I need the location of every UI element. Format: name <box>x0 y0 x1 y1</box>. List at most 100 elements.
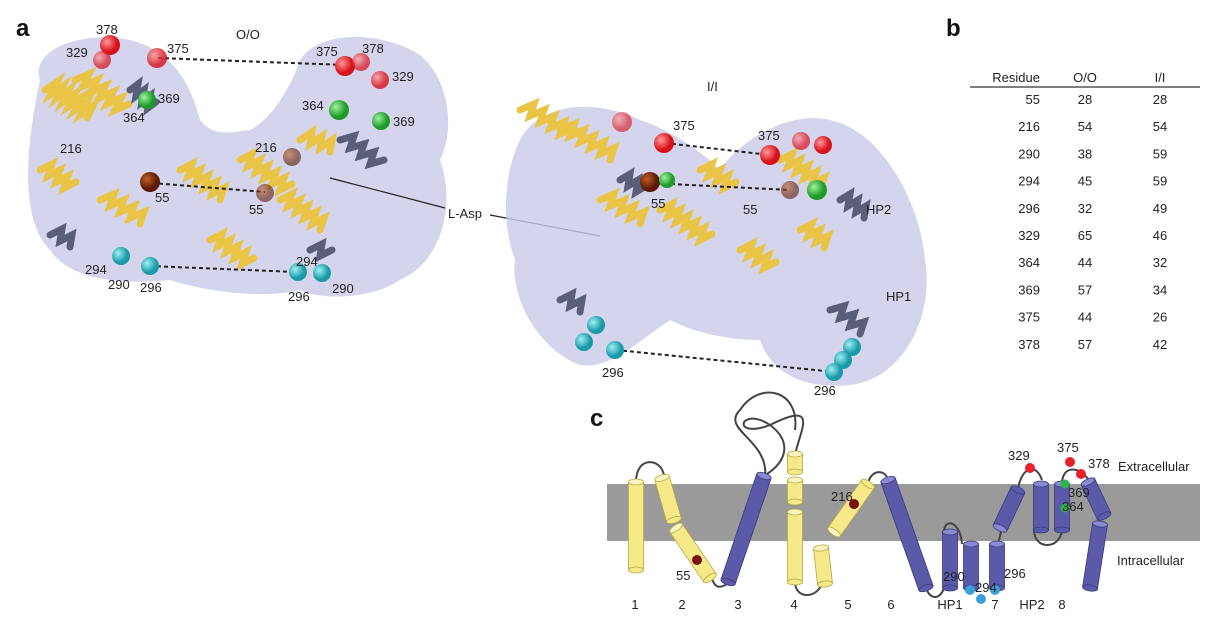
table-cell: 57 <box>1078 282 1092 297</box>
table-row: 296 32 49 <box>1018 201 1167 216</box>
table-row: 364 44 32 <box>1018 255 1167 270</box>
table-cell: 65 <box>1078 228 1092 243</box>
segment-label-hp1: HP1 <box>886 289 911 304</box>
residue-label: 364 <box>302 98 324 113</box>
residue-label: 55 <box>676 568 690 583</box>
helix-cylinder <box>669 522 717 584</box>
residue-label: 329 <box>66 45 88 60</box>
state-label-ii: I/I <box>707 79 718 94</box>
table-cell: 54 <box>1078 119 1092 134</box>
residue-label: 216 <box>60 141 82 156</box>
table-row: 294 45 59 <box>1018 174 1167 189</box>
segment-label: 4 <box>790 597 797 612</box>
helix-cylinder <box>942 528 958 592</box>
helix-cylinder <box>787 508 803 586</box>
table-header: Residue O/O I/I <box>992 70 1165 85</box>
residue-label: 369 <box>393 114 415 129</box>
residue-spheres <box>575 112 861 381</box>
helix-cylinder <box>880 475 934 593</box>
residue-label: 329 <box>392 69 414 84</box>
residue-label: 55 <box>249 202 263 217</box>
residue-label: 294 <box>975 580 997 595</box>
structure-ii: 375 55 296 375 55 HP2 HP1 296 I/I <box>505 79 927 398</box>
intracellular-label: Intracellular <box>1117 553 1185 568</box>
residue-label: 375 <box>1057 440 1079 455</box>
segment-label: HP1 <box>937 597 962 612</box>
extracellular-label: Extracellular <box>1118 459 1190 474</box>
residue-label: 375 <box>316 44 338 59</box>
residue-label: 296 <box>140 280 162 295</box>
table-cell: 32 <box>1153 255 1167 270</box>
table-cell: 28 <box>1078 92 1092 107</box>
table-row: 329 65 46 <box>1018 228 1167 243</box>
table-cell: 44 <box>1078 255 1092 270</box>
helix-cylinder <box>1082 520 1108 592</box>
residue-label: 55 <box>155 190 169 205</box>
dark-helices <box>556 167 871 338</box>
table-cell: 49 <box>1153 201 1167 216</box>
table-cell: 34 <box>1153 282 1167 297</box>
table-cell: 44 <box>1078 310 1092 325</box>
segment-label: 2 <box>678 597 685 612</box>
helix-cylinder <box>654 474 682 524</box>
table-cell: 28 <box>1153 92 1167 107</box>
table-cell: 59 <box>1153 146 1167 161</box>
panel-label-b: b <box>946 15 961 42</box>
panel-label-c: c <box>590 405 603 432</box>
table-cell: 294 <box>1018 174 1040 189</box>
helix-cylinder <box>720 471 772 587</box>
table-row: 378 57 42 <box>1018 337 1167 352</box>
header-ii: I/I <box>1155 70 1166 85</box>
residue-label: 290 <box>108 277 130 292</box>
structure-oo: 378 329 375 369 364 216 55 294 290 296 3… <box>28 22 449 304</box>
header-residue: Residue <box>992 70 1040 85</box>
residue-label: 216 <box>255 140 277 155</box>
segment-label-hp2: HP2 <box>866 202 891 217</box>
table-cell: 26 <box>1153 310 1167 325</box>
table-cell: 296 <box>1018 201 1040 216</box>
header-oo: O/O <box>1073 70 1097 85</box>
residue-label: 55 <box>743 202 757 217</box>
table-cell: 46 <box>1153 228 1167 243</box>
panel-label-a: a <box>16 15 30 42</box>
residue-label: 329 <box>1008 448 1030 463</box>
table-cell: 32 <box>1078 201 1092 216</box>
residue-label: 216 <box>831 489 853 504</box>
residue-label: 294 <box>296 254 318 269</box>
residue-label: 378 <box>1088 456 1110 471</box>
helix-cylinder <box>787 476 803 506</box>
ribbon-helices <box>36 67 337 271</box>
table-cell: 329 <box>1018 228 1040 243</box>
residue-dots <box>692 457 1086 604</box>
distance-lines <box>149 57 346 273</box>
table-cell: 45 <box>1078 174 1092 189</box>
residue-label: 296 <box>1004 566 1026 581</box>
residue-label: 364 <box>1062 499 1084 514</box>
residue-label: 375 <box>673 118 695 133</box>
residue-label: 296 <box>288 289 310 304</box>
residue-label: 296 <box>602 365 624 380</box>
table-cell: 59 <box>1153 174 1167 189</box>
residue-label: 364 <box>123 110 145 125</box>
table-cell: 378 <box>1018 337 1040 352</box>
table-cell: 42 <box>1153 337 1167 352</box>
segment-label: 1 <box>631 597 638 612</box>
table-cell: 55 <box>1026 92 1040 107</box>
helix-cylinder <box>963 540 979 592</box>
table-cell: 57 <box>1078 337 1092 352</box>
table-cell: 369 <box>1018 282 1040 297</box>
helix-cylinder <box>628 478 644 574</box>
table-row: 55 28 28 <box>1026 92 1168 107</box>
helix-cylinder <box>787 450 803 476</box>
segment-label: 7 <box>991 597 998 612</box>
helix-cylinder <box>1033 480 1049 534</box>
topology-diagram: 55 216 290 294 296 329 375 378 369 364 E… <box>607 391 1200 612</box>
table-cell: 364 <box>1018 255 1040 270</box>
ligand-label: L-Asp <box>448 206 482 221</box>
residue-label: 290 <box>332 281 354 296</box>
